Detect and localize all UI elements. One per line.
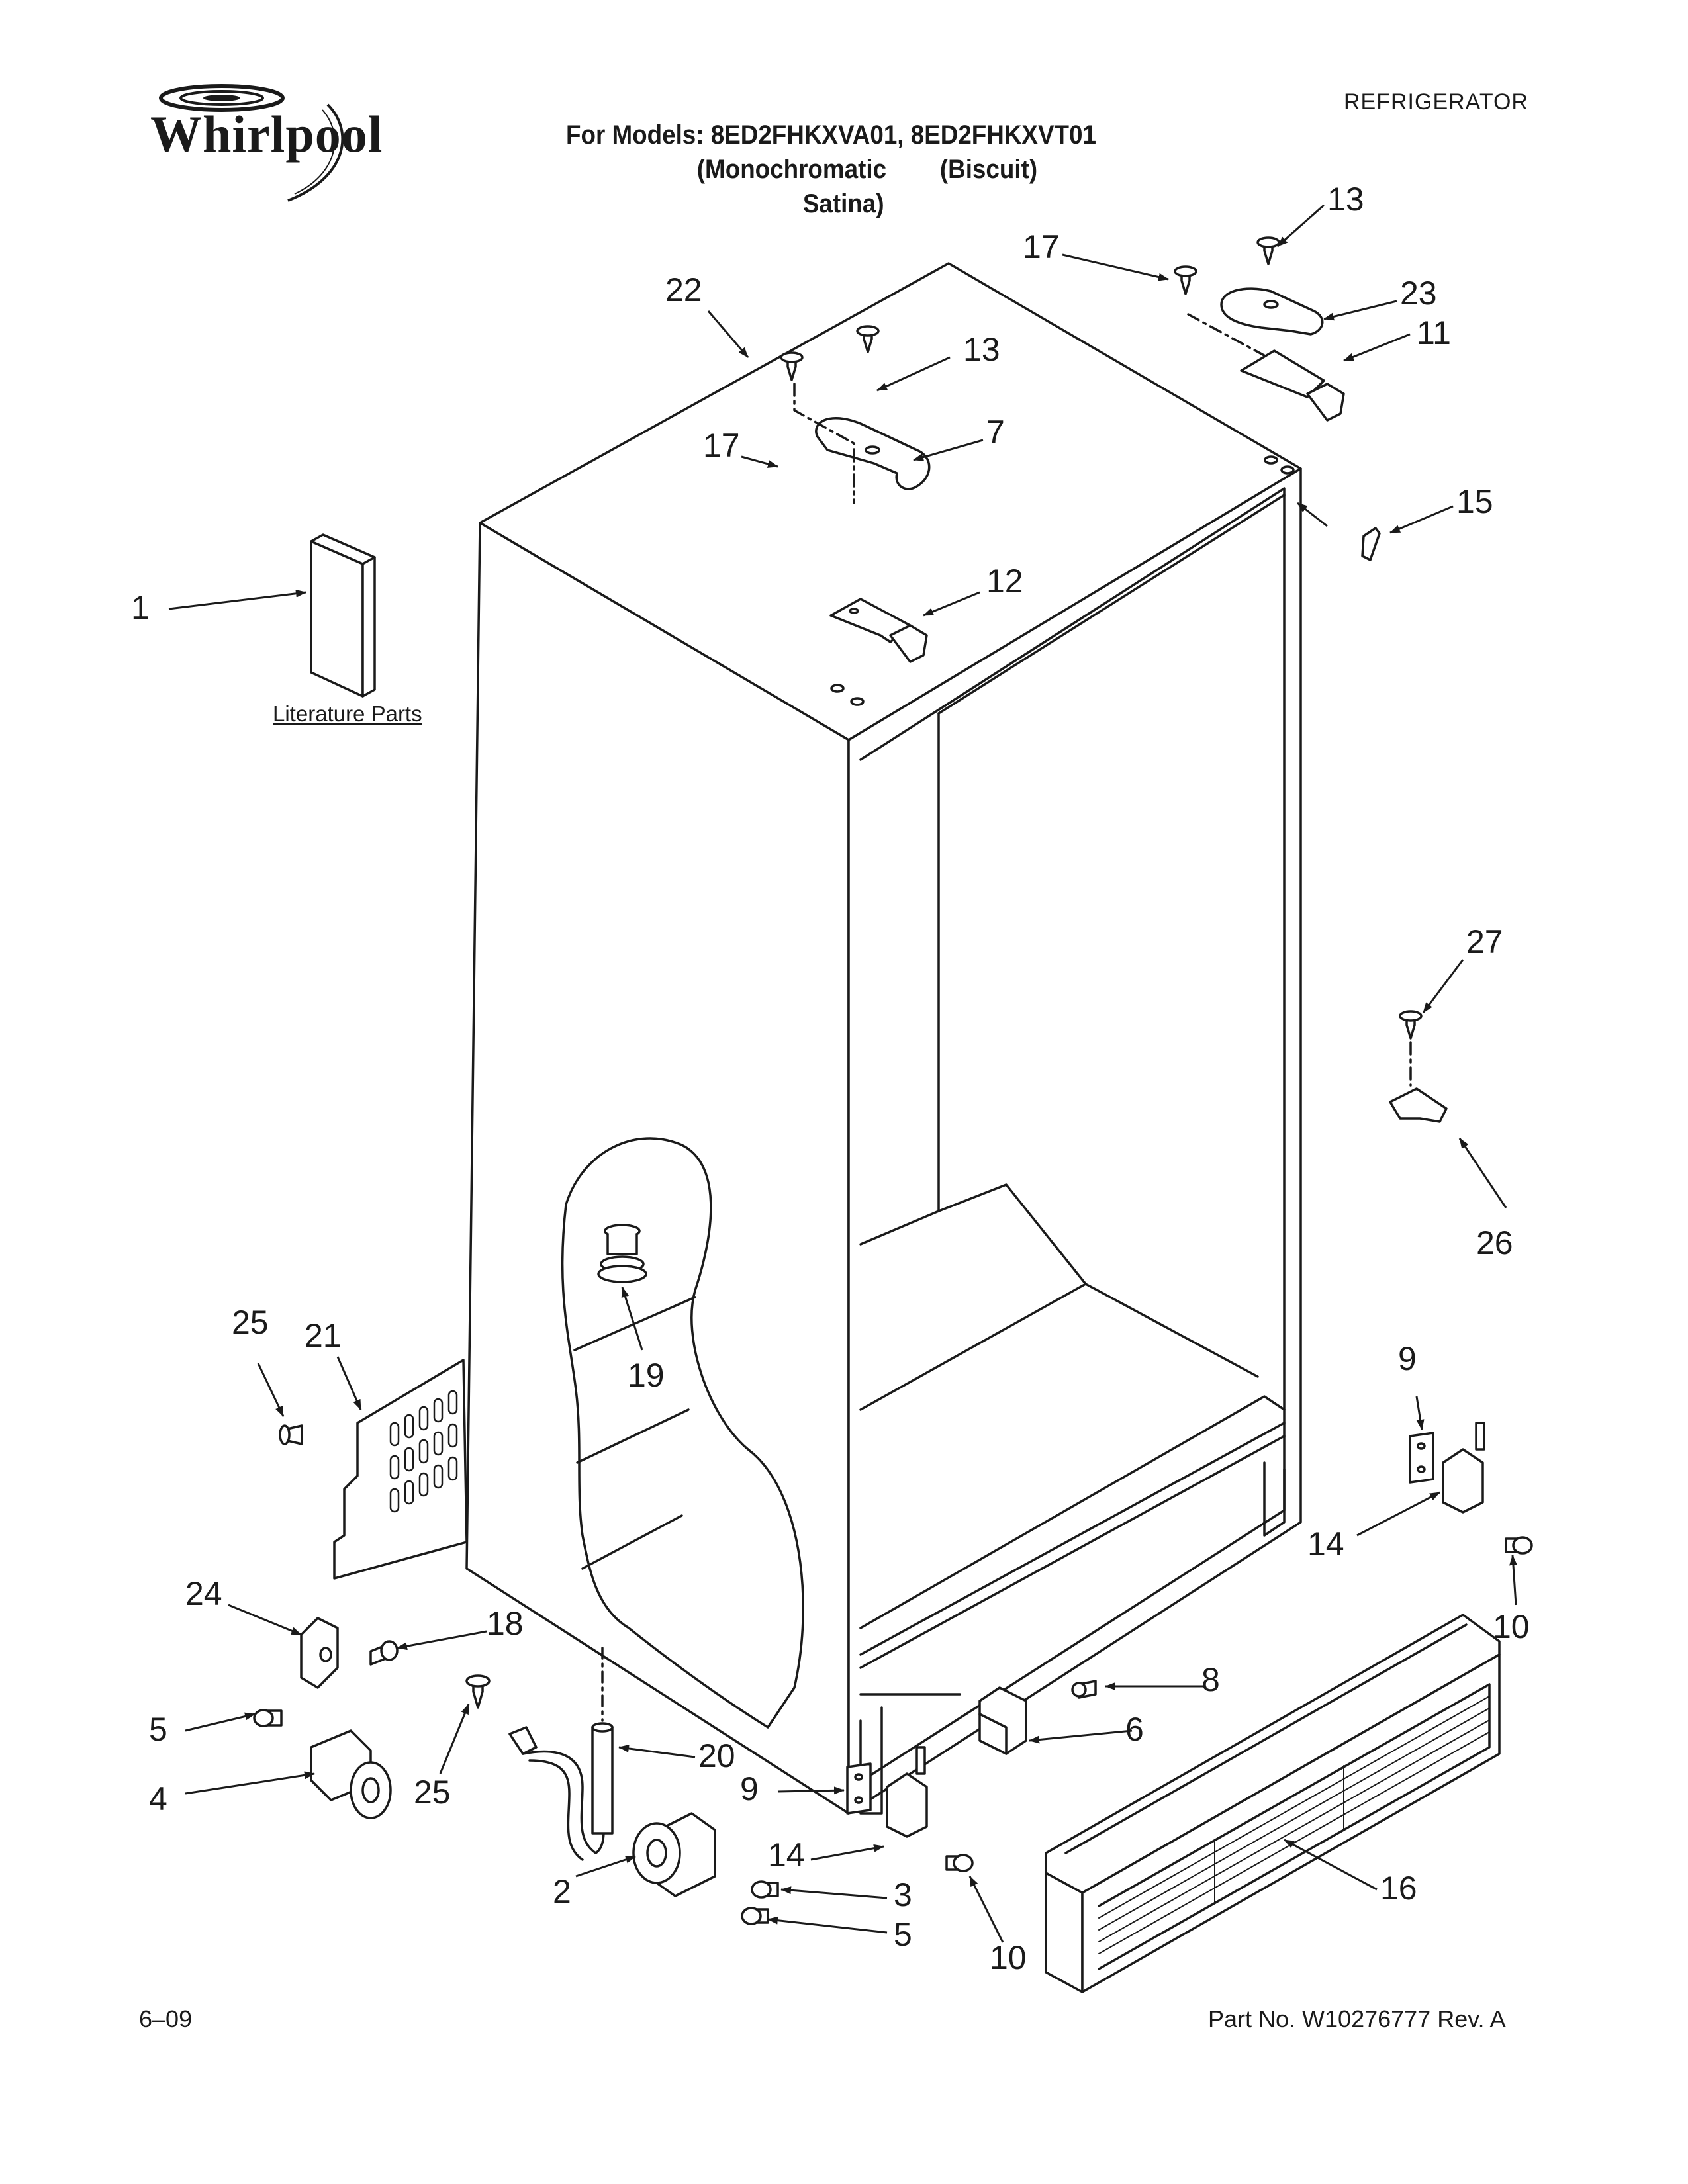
callout-11: 11 bbox=[1417, 314, 1451, 351]
color-monochromatic-line1: (Monochromatic bbox=[696, 155, 887, 184]
callout-3: 3 bbox=[894, 1876, 912, 1913]
drain-cup-part bbox=[597, 1224, 647, 1283]
callout-25-upper: 25 bbox=[232, 1304, 269, 1341]
callout-24: 24 bbox=[185, 1575, 222, 1612]
callout-5-center: 5 bbox=[894, 1916, 912, 1953]
callout-19: 19 bbox=[628, 1357, 665, 1394]
callout-10-right: 10 bbox=[1493, 1608, 1530, 1645]
callout-8: 7 bbox=[986, 414, 1005, 451]
callout-10-center: 10 bbox=[990, 1939, 1027, 1976]
callout-13-right: 13 bbox=[1327, 181, 1364, 218]
callout-13-left: 13 bbox=[963, 331, 1000, 368]
literature-booklet bbox=[310, 533, 376, 698]
callout-21: 21 bbox=[305, 1317, 342, 1354]
footer-part-number: Part No. W10276777 Rev. A bbox=[1208, 2005, 1506, 2032]
callout-17-right: 17 bbox=[1023, 228, 1060, 265]
brand-logo: Whirlpool bbox=[129, 78, 407, 210]
bottom-center-parts bbox=[632, 1680, 1097, 1925]
leader-lines bbox=[168, 204, 1517, 1943]
appliance-category: REFRIGERATOR bbox=[1344, 89, 1528, 114]
cabinet-shell bbox=[465, 262, 1302, 1815]
models-header: For Models: 8ED2FHKXVA01, 8ED2FHKXVT01 (… bbox=[566, 118, 1175, 221]
callout-15: 15 bbox=[1456, 483, 1493, 520]
callout-27: 27 bbox=[1466, 923, 1503, 960]
callout-6: 6 bbox=[1125, 1711, 1144, 1748]
callout-16: 16 bbox=[1380, 1870, 1417, 1907]
callout-9-right: 9 bbox=[1398, 1340, 1417, 1377]
callout-17-left: 17 bbox=[703, 427, 740, 464]
callout-4: 4 bbox=[149, 1780, 167, 1817]
callout-26: 26 bbox=[1476, 1224, 1513, 1261]
right-side-bracket-parts bbox=[1389, 1010, 1448, 1123]
callout-labels: 1 22 13 17 7 12 17 13 23 11 15 27 26 19 … bbox=[131, 181, 1530, 1976]
brand-name: Whirlpool bbox=[150, 105, 383, 163]
side-vent-panel bbox=[279, 1359, 468, 1580]
logo-swoosh-icon bbox=[159, 84, 344, 202]
callout-18: 18 bbox=[487, 1605, 524, 1642]
callout-2: 2 bbox=[553, 1873, 571, 1910]
callout-7: 8 bbox=[1201, 1661, 1220, 1698]
callout-20: 20 bbox=[698, 1737, 735, 1774]
callout-14-right: 14 bbox=[1307, 1525, 1344, 1563]
footer-date: 6–09 bbox=[139, 2005, 193, 2032]
models-line: For Models: 8ED2FHKXVA01, 8ED2FHKXVT01 bbox=[566, 120, 1096, 150]
callout-25-lower: 25 bbox=[414, 1774, 451, 1811]
callout-9-center: 9 bbox=[740, 1770, 759, 1807]
literature-parts-label: Literature Parts bbox=[273, 702, 422, 726]
callout-5-left: 5 bbox=[149, 1711, 167, 1748]
top-left-hinge-parts bbox=[780, 325, 931, 706]
color-biscuit: (Biscuit) bbox=[939, 155, 1038, 184]
callout-14-center: 14 bbox=[768, 1837, 805, 1874]
bottom-left-parts bbox=[253, 1617, 614, 1861]
callout-23: 23 bbox=[1400, 275, 1437, 312]
bottom-right-parts bbox=[1045, 1422, 1533, 1993]
color-monochromatic-line2: Satina) bbox=[802, 189, 884, 218]
top-right-hinge-parts bbox=[1174, 236, 1381, 561]
callout-22: 22 bbox=[665, 271, 702, 308]
callout-12: 12 bbox=[986, 563, 1023, 600]
callout-1: 1 bbox=[131, 589, 150, 626]
